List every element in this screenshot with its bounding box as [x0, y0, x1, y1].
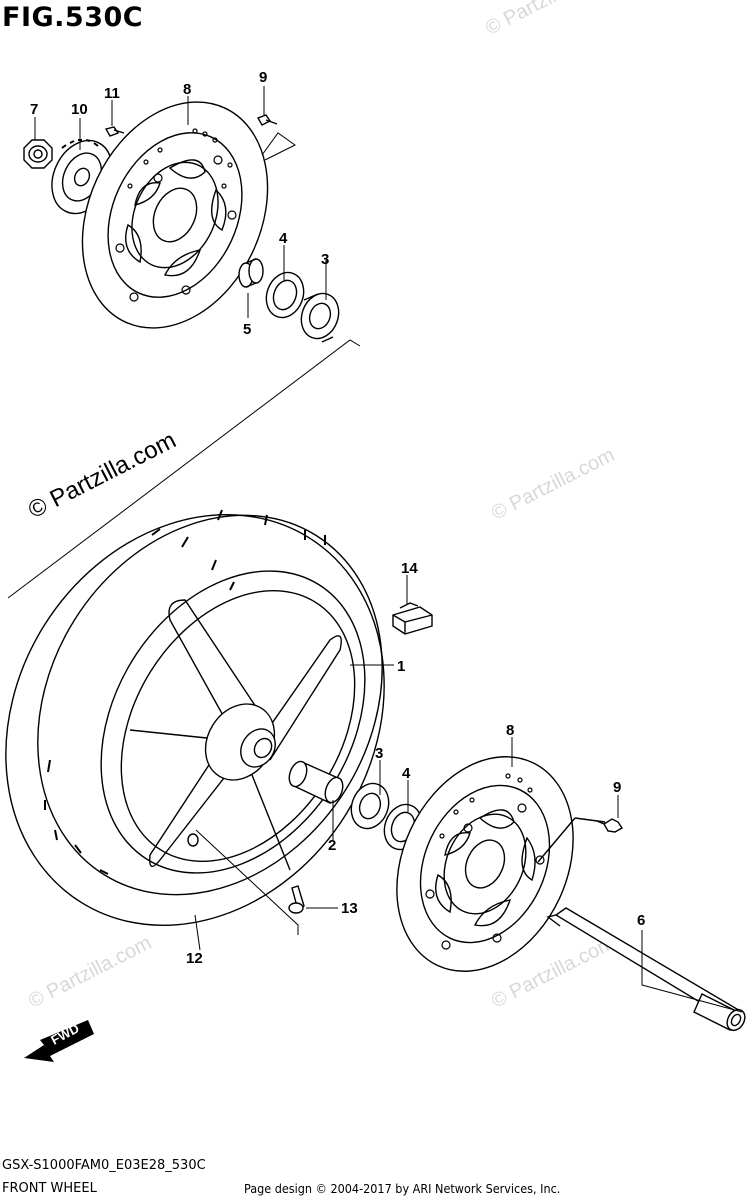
figure-title: FIG.530C	[2, 2, 144, 33]
callout-7: 5	[243, 321, 251, 338]
callout-8-lower: 8	[506, 722, 514, 739]
section-title: FRONT WHEEL	[2, 1181, 97, 1196]
callout-3-lower: 3	[375, 745, 383, 762]
callout-14: 14	[401, 560, 418, 577]
front-wheel-assembly	[5, 509, 385, 926]
part-9-bolt-upper	[256, 114, 278, 126]
callout-12: 12	[186, 950, 203, 967]
part-14-balance-weight	[392, 602, 433, 635]
fwd-direction-arrow: FWD	[24, 1020, 94, 1062]
part-9-bolt-lower	[537, 817, 623, 863]
part-7-spacer	[238, 258, 264, 288]
part-11-bolt	[104, 126, 125, 137]
part-8-brake-disc-lower	[396, 756, 574, 972]
callout-10: 10	[71, 101, 88, 118]
part-8-brake-disc-upper	[81, 101, 269, 329]
callout-9-lower: 9	[613, 779, 621, 796]
callout-5: 6	[637, 912, 645, 929]
callout-3-upper: 3	[321, 251, 329, 268]
callout-1: 1	[397, 658, 405, 675]
callout-11: 11	[104, 85, 120, 102]
part-6-nut	[23, 139, 53, 169]
callout-leaders	[34, 86, 743, 1013]
callout-6: 7	[30, 101, 38, 118]
callout-4-upper: 4	[279, 230, 288, 247]
part-5-axle	[546, 907, 746, 1032]
page-credit: Page design © 2004-2017 by ARI Network S…	[244, 1181, 561, 1196]
part-3-bearing-upper	[300, 292, 340, 343]
part-13-air-valve	[288, 885, 305, 914]
callout-9-upper: 9	[259, 69, 267, 86]
callout-8-upper: 8	[183, 81, 191, 98]
part-4-seal-upper	[265, 271, 305, 319]
callout-2: 2	[328, 837, 336, 854]
callout-13: 13	[341, 900, 358, 917]
part-2-spacer	[288, 760, 344, 804]
part-3-bearing-lower	[350, 782, 390, 830]
callout-4-lower: 4	[402, 765, 411, 782]
diagram-code: GSX-S1000FAM0_E03E28_530C	[2, 1158, 206, 1173]
callout-labels: 7 10 11 8 9 4 3 5 14 1 3 4 8 9 2 6 13 12	[30, 69, 645, 967]
